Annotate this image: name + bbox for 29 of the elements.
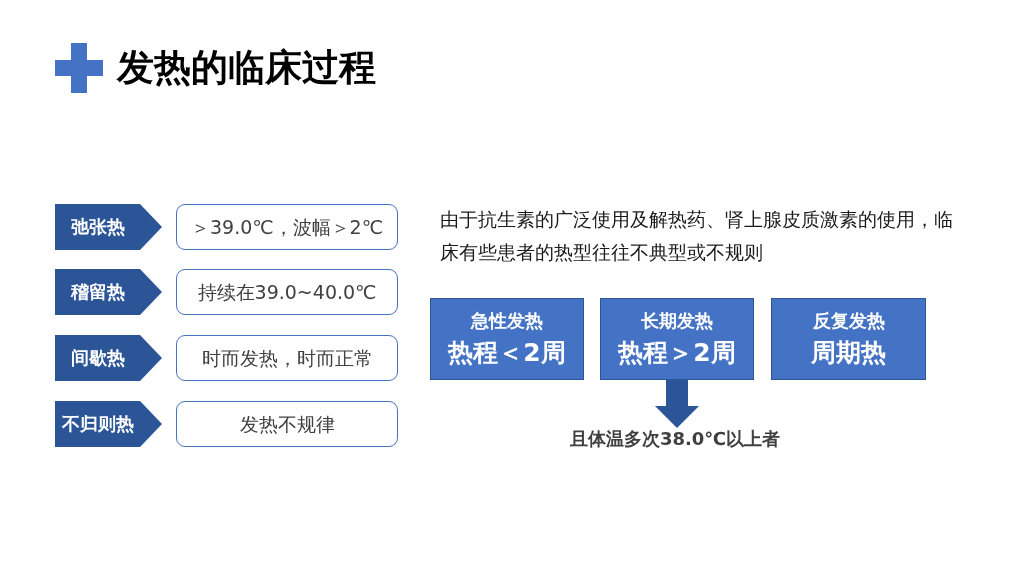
pentagon-tag <box>55 401 162 447</box>
tag-text: 不归则热 <box>61 413 134 435</box>
description-text: ＞39.0℃，波幅＞2℃ <box>190 215 384 239</box>
card-heading: 急性发热 <box>471 310 543 332</box>
pentagon-tag <box>55 204 162 250</box>
description-box <box>176 204 398 250</box>
card-heading: 长期发热 <box>641 310 713 332</box>
description-text: 持续在39.0~40.0℃ <box>197 280 377 304</box>
tag-text: 稽留热 <box>70 281 125 303</box>
card-heading: 反复发热 <box>812 310 885 332</box>
category-card <box>600 298 754 380</box>
description-box <box>176 335 398 381</box>
arrow <box>655 380 699 428</box>
pentagon-tag <box>55 335 162 381</box>
note-text: 且体温多次38.0℃以上者 <box>545 428 805 454</box>
paragraph: 由于抗生素的广泛使用及解热药、肾上腺皮质激素的使用，临床有些患者的热型往往不典型或不规则 <box>440 207 954 265</box>
description-text: 发热不规律 <box>239 412 335 436</box>
description-box <box>176 401 398 447</box>
tag-text: 间歇热 <box>70 347 125 369</box>
description-box <box>176 269 398 315</box>
description-text: 时而发热，时而正常 <box>201 346 373 370</box>
card-text: 热程＞2周 <box>618 337 736 368</box>
category-card <box>430 298 584 380</box>
category-card <box>771 298 926 380</box>
tag-text: 弛张热 <box>70 216 125 238</box>
title: 发热的临床过程 <box>117 46 376 91</box>
pentagon-tag <box>55 269 162 315</box>
card-text: 热程＜2周 <box>448 337 566 368</box>
card-text: 周期热 <box>811 337 886 368</box>
